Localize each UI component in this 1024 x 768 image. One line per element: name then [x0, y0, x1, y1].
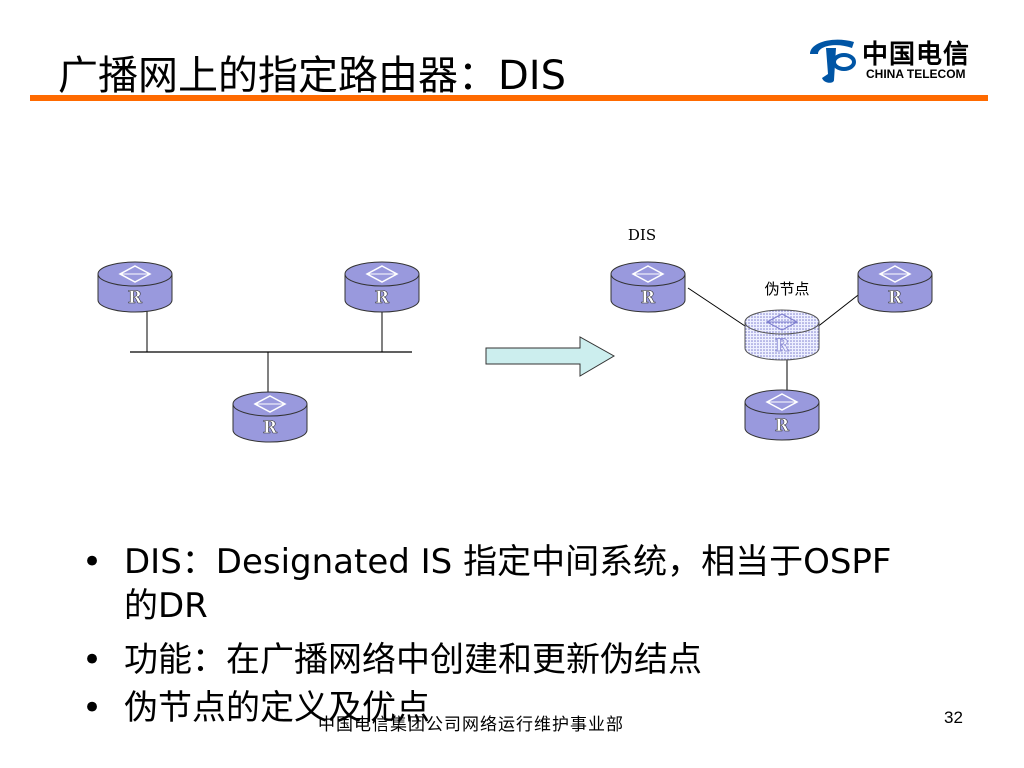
pseudonode-router-icon: R	[744, 309, 820, 361]
router-icon: R	[97, 261, 173, 313]
router-label: R	[775, 416, 790, 436]
router-icon: R	[744, 389, 820, 441]
bullet-text: 功能：在广播网络中创建和更新伪结点	[124, 640, 702, 680]
bullet-list: • DIS：Designated IS 指定中间系统，相当于OSPF的DR • …	[82, 540, 922, 744]
footer-text: 中国电信集团公司网络运行维护事业部	[318, 715, 624, 735]
router-label: R	[263, 418, 278, 438]
router-icon: R	[344, 261, 420, 313]
link-line	[815, 291, 863, 329]
dis-label: DIS	[628, 226, 656, 244]
transform-arrow-icon	[485, 336, 616, 377]
router-label: R	[375, 288, 390, 308]
page-title: 广播网上的指定路由器：DIS	[58, 53, 566, 99]
bullet-text: 伪节点的定义及优点	[124, 688, 430, 728]
bullet-item: • DIS：Designated IS 指定中间系统，相当于OSPF的DR	[82, 540, 922, 628]
bullet-marker: •	[82, 542, 103, 582]
link-line	[687, 287, 749, 329]
bullet-marker: •	[82, 640, 103, 680]
router-label: R	[775, 336, 790, 356]
title-underline	[30, 95, 988, 101]
broadcast-network	[130, 310, 412, 396]
router-icon: R	[232, 391, 308, 443]
china-telecom-logo: 中国电信 CHINA TELECOM	[804, 34, 994, 86]
pseudonode-label: 伪节点	[764, 280, 809, 298]
china-telecom-logo-icon	[810, 39, 856, 83]
router-icon: R	[857, 261, 933, 313]
router-label: R	[128, 288, 143, 308]
bullet-marker: •	[82, 688, 103, 728]
bullet-item: • 伪节点的定义及优点	[82, 686, 922, 730]
router-label: R	[641, 288, 656, 308]
bullet-text: DIS：Designated IS 指定中间系统，相当于OSPF的DR	[124, 542, 892, 626]
logo-chinese-text: 中国电信	[862, 40, 971, 70]
bullet-item: • 功能：在广播网络中创建和更新伪结点	[82, 638, 922, 682]
dis-router-icon: R	[610, 261, 686, 313]
logo-english-text: CHINA TELECOM	[866, 67, 966, 81]
router-label: R	[888, 288, 903, 308]
page-number: 32	[944, 708, 963, 727]
